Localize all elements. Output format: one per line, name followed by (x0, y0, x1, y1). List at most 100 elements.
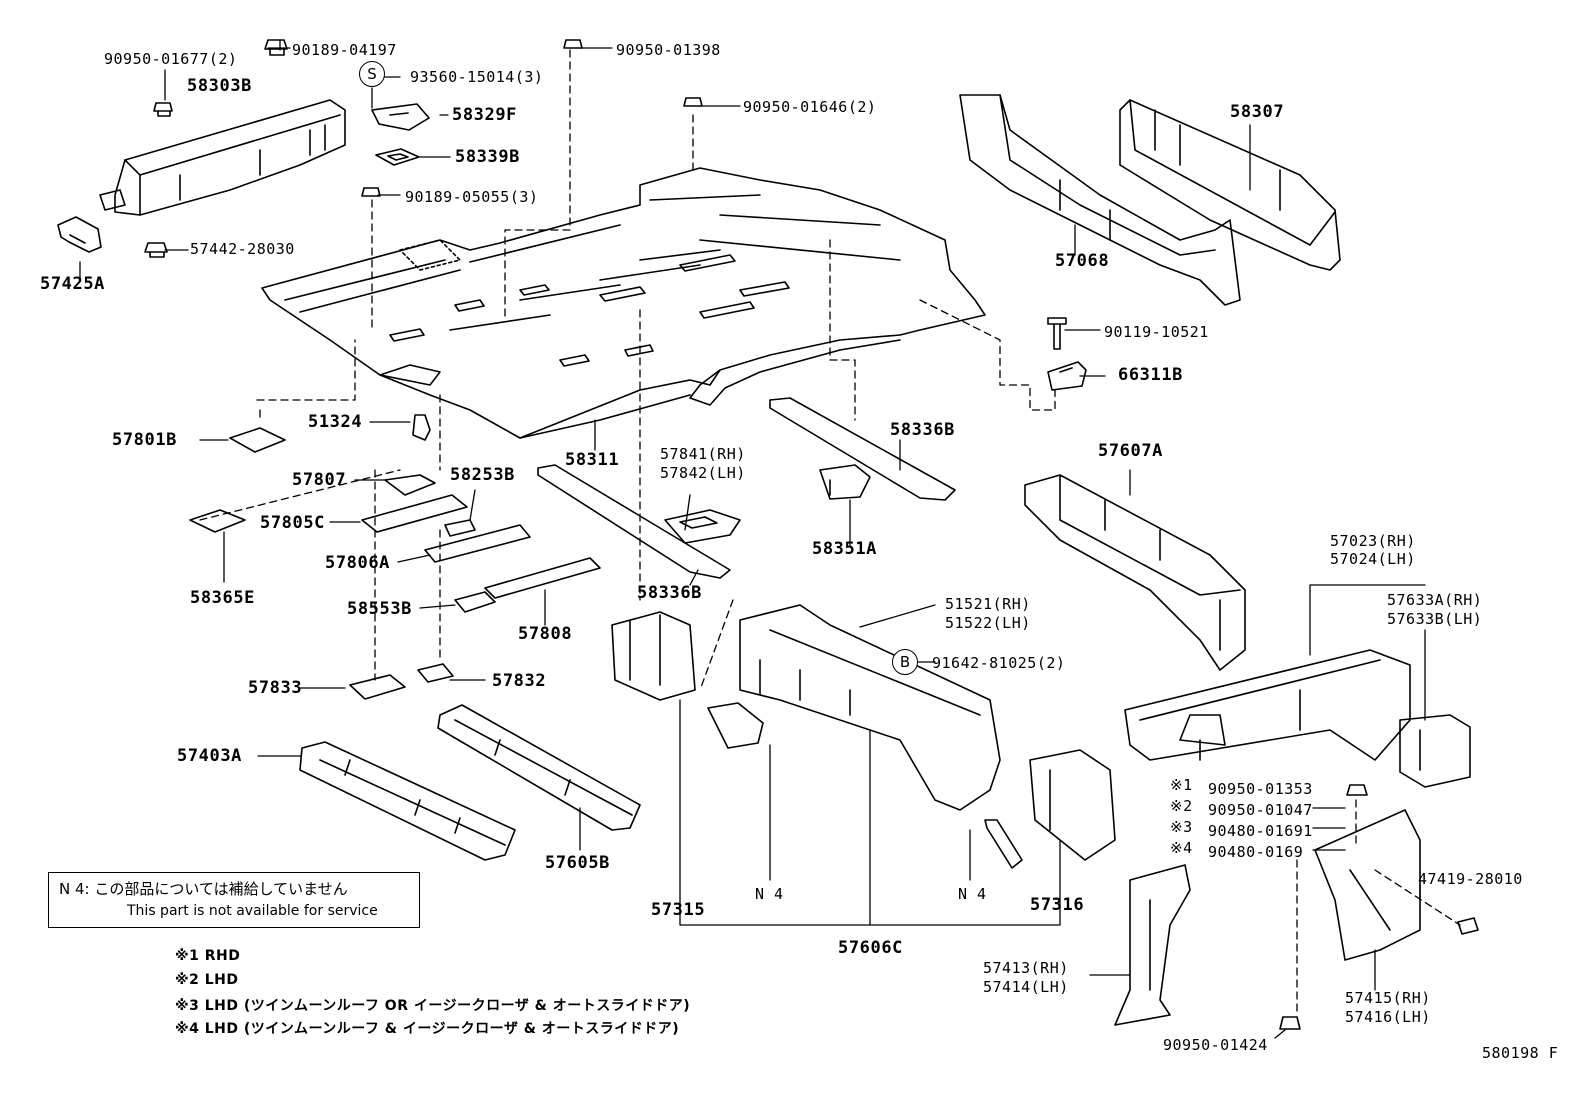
callout-90189-04197: 90189-04197 (292, 41, 397, 59)
part-57633 (1399, 714, 1471, 788)
callout-57806A: 57806A (325, 553, 391, 573)
footnote-1: ※1 RHD (175, 948, 241, 964)
callout-58303B: 58303B (187, 76, 253, 96)
callout-58336B-upper: 58336B (890, 420, 956, 440)
part-58351A (819, 464, 871, 500)
part-n4-left (707, 702, 764, 749)
callout-n4-right: N 4 (958, 885, 987, 903)
callout-90189-05055: 90189-05055(3) (405, 188, 539, 206)
callout-57805C: 57805C (260, 513, 326, 533)
part-57606C (739, 604, 1001, 811)
callout-66311B: 66311B (1118, 365, 1184, 385)
callout-57633A: 57633A(RH) (1387, 591, 1483, 609)
part-57841 (664, 509, 741, 544)
part-58336B-lower (537, 464, 731, 579)
leader-lines (79, 39, 1426, 1039)
callout-90119-10521: 90119-10521 (1104, 323, 1209, 341)
part-n4-right (984, 819, 1023, 869)
callout-58553B: 58553B (347, 599, 413, 619)
callout-93560-15014: 93560-15014(3) (410, 68, 544, 86)
callout-90480-01691: 90480-01691 (1208, 822, 1313, 840)
callout-57416: 57416(LH) (1345, 1008, 1431, 1026)
callout-58336B-lower: 58336B (637, 583, 703, 603)
callout-n4-left: N 4 (755, 885, 784, 903)
callout-57808: 57808 (518, 624, 573, 644)
callout-57841: 57841(RH) (660, 445, 746, 463)
callout-90950-01047: 90950-01047 (1208, 801, 1313, 819)
grommet-90950-01353 (1346, 784, 1368, 796)
part-57023 (1124, 649, 1411, 761)
callout-90950-01646: 90950-01646(2) (743, 98, 877, 116)
callout-47419-28010: 47419-28010 (1418, 870, 1523, 888)
callout-57833: 57833 (248, 678, 303, 698)
callout-57832: 57832 (492, 671, 547, 691)
footnote-2: ※2 LHD (175, 972, 239, 988)
callout-58339B: 58339B (455, 147, 521, 167)
callout-57425A: 57425A (40, 274, 106, 294)
callout-58351A: 58351A (812, 539, 878, 559)
symbol-b-circle: B (892, 649, 918, 675)
mark-2: ※2 (1170, 797, 1193, 815)
callout-90950-01398: 90950-01398 (616, 41, 721, 59)
callout-90950-01353: 90950-01353 (1208, 780, 1313, 798)
dashed-leaders (199, 49, 1461, 1016)
part-58329F (371, 103, 430, 131)
part-90119-10521 (1047, 317, 1067, 350)
callout-58329F: 58329F (452, 105, 518, 125)
part-57425A (57, 216, 102, 253)
part-57315 (611, 611, 696, 701)
callout-51521: 51521(RH) (945, 595, 1031, 613)
grommet-47419 (1457, 917, 1479, 935)
mark-3: ※3 (1170, 818, 1193, 836)
callout-57842: 57842(LH) (660, 464, 746, 482)
callout-58307: 58307 (1230, 102, 1285, 122)
callout-51324: 51324 (308, 412, 363, 432)
floor-pan-58311 (261, 167, 986, 439)
note-en: This part is not available for service (127, 903, 378, 919)
part-58336B-upper (769, 397, 956, 501)
mark-4: ※4 (1170, 839, 1193, 857)
callout-57024: 57024(LH) (1330, 550, 1416, 568)
grommet-90950-01424 (1279, 1016, 1301, 1030)
callout-90480-01690: 90480-0169 (1208, 843, 1304, 861)
part-58307 (1119, 99, 1341, 271)
footnote-3: ※3 LHD (ツインムーンルーフ OR イージークローザ & オートスライドド… (175, 998, 691, 1014)
part-57068 (959, 94, 1241, 306)
callout-57807: 57807 (292, 470, 347, 490)
small-brackets (189, 414, 601, 700)
callout-57315: 57315 (651, 900, 706, 920)
callout-57023: 57023(RH) (1330, 532, 1416, 550)
part-57403A (299, 741, 516, 861)
part-57316 (1029, 749, 1116, 861)
part-58303B (99, 99, 346, 216)
part-58339B (375, 148, 420, 166)
callout-57415: 57415(RH) (1345, 989, 1431, 1007)
callout-90950-01424: 90950-01424 (1163, 1036, 1268, 1054)
note-box: N 4: この部品については補給していません This part is not … (48, 872, 420, 928)
callout-57605B: 57605B (545, 853, 611, 873)
part-57415 (1314, 809, 1421, 961)
callout-57068: 57068 (1055, 251, 1110, 271)
callout-58365E: 58365E (190, 588, 256, 608)
callout-57606C: 57606C (838, 938, 904, 958)
mark-1: ※1 (1170, 776, 1193, 794)
footnote-4: ※4 LHD (ツインムーンルーフ & イージークローザ & オートスライドドア… (175, 1021, 680, 1037)
callout-57403A: 57403A (177, 746, 243, 766)
part-66311B (1047, 361, 1087, 391)
callout-57414: 57414(LH) (983, 978, 1069, 996)
symbol-s-circle: S (359, 61, 385, 87)
part-57607A (1024, 474, 1246, 671)
figure-id: 580198 F (1482, 1044, 1559, 1062)
callout-57442-28030: 57442-28030 (190, 240, 295, 258)
callout-57633B: 57633B(LH) (1387, 610, 1483, 628)
callout-57607A: 57607A (1098, 441, 1164, 461)
note-jp: N 4: この部品については補給していません (59, 880, 348, 898)
callout-58311: 58311 (565, 450, 620, 470)
callout-57316: 57316 (1030, 895, 1085, 915)
callout-57801B: 57801B (112, 430, 178, 450)
part-57413 (1114, 864, 1191, 1026)
callout-90950-01677: 90950-01677(2) (104, 50, 238, 68)
callout-51522: 51522(LH) (945, 614, 1031, 632)
